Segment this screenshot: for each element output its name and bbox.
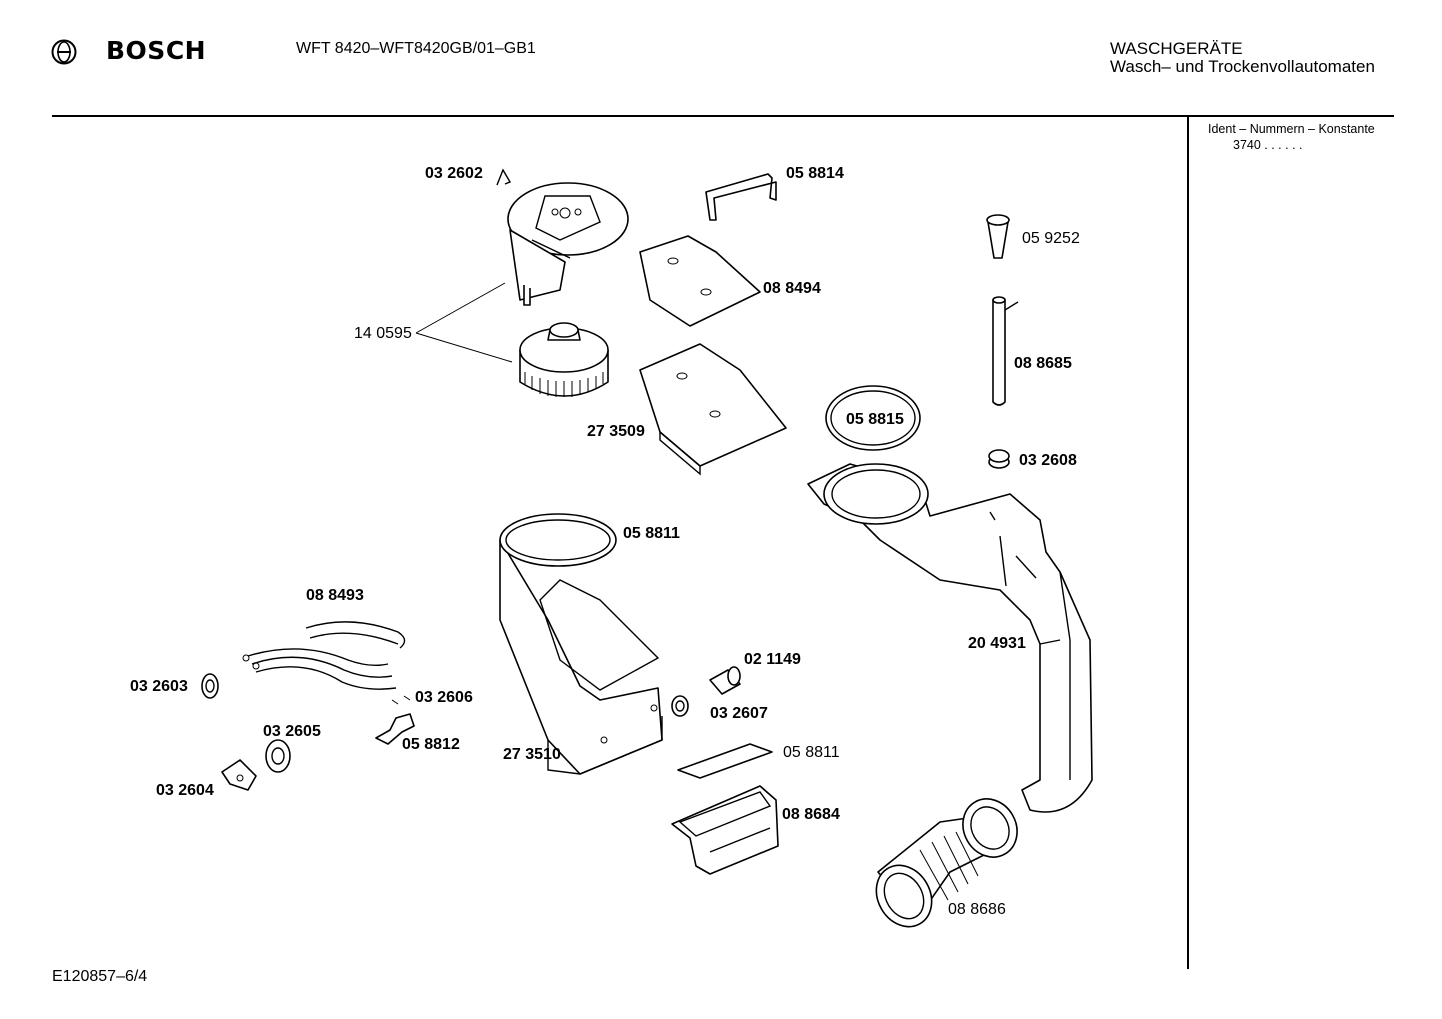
part-label: 27 3509 xyxy=(587,423,645,440)
part-label: 20 4931 xyxy=(968,635,1026,652)
leader-line xyxy=(415,282,513,363)
fan-housing-part xyxy=(507,182,629,306)
ring-032605-part xyxy=(265,739,291,773)
part-label: 05 8815 xyxy=(846,411,904,428)
part-label: 08 8686 xyxy=(948,901,1006,918)
part-label: 03 2603 xyxy=(130,678,188,695)
cover-plate-part xyxy=(639,235,761,327)
part-label: 08 8494 xyxy=(763,280,821,297)
side-divider xyxy=(1187,116,1189,969)
blower-wheel-part xyxy=(519,322,609,397)
holder-032604-part xyxy=(221,759,257,791)
part-label: 05 8811 xyxy=(783,744,840,761)
bosch-armature-icon xyxy=(51,39,77,65)
header-rule xyxy=(52,115,1394,117)
part-label: 03 2602 xyxy=(425,165,483,182)
brand-name: BOSCH xyxy=(106,36,207,65)
model-number: WFT 8420–WFT8420GB/01–GB1 xyxy=(296,40,536,57)
ident-title: Ident – Nummern – Konstante xyxy=(1208,122,1375,136)
part-label: 03 2605 xyxy=(263,723,321,740)
part-label: 03 2604 xyxy=(156,782,214,799)
part-label: 05 8812 xyxy=(402,736,460,753)
part-label: 14 0595 xyxy=(354,325,412,342)
part-label: 05 8814 xyxy=(786,165,844,182)
brand-logo: BOSCH xyxy=(50,36,210,70)
part-label: 27 3510 xyxy=(503,746,561,763)
bushing-032603-part xyxy=(201,673,219,699)
part-label: 03 2606 xyxy=(415,689,473,706)
grommet-part xyxy=(988,449,1010,469)
gasket-part xyxy=(677,743,773,779)
seal-032607-part xyxy=(671,695,689,717)
tube-part xyxy=(992,296,1019,406)
nozzle-part xyxy=(986,214,1010,259)
part-label: 03 2608 xyxy=(1019,452,1077,469)
part-label: 03 2607 xyxy=(710,705,768,722)
part-label: 05 9252 xyxy=(1022,230,1080,247)
main-duct-part xyxy=(499,513,663,775)
part-label: 08 8685 xyxy=(1014,355,1072,372)
sensor-021149-part xyxy=(709,666,741,695)
air-duct-part xyxy=(639,343,787,476)
category-subtitle: Wasch– und Trockenvollautomaten xyxy=(1110,57,1375,76)
bellows-hose-part xyxy=(875,798,1018,928)
document-code: E120857–6/4 xyxy=(52,968,148,985)
heater-element-part xyxy=(242,621,406,690)
clip-part xyxy=(496,168,512,186)
part-label: 08 8493 xyxy=(306,587,364,604)
part-label: 02 1149 xyxy=(744,651,801,668)
ident-value: 3740 . . . . . . xyxy=(1233,138,1303,152)
bracket-part xyxy=(705,173,777,221)
category-title: WASCHGERÄTE xyxy=(1110,39,1243,58)
part-label: 08 8684 xyxy=(782,806,840,823)
seal-ring-part xyxy=(825,385,921,451)
clamp-058812-part xyxy=(375,695,415,745)
condenser-channel-part xyxy=(807,463,1093,813)
part-label: 05 8811 xyxy=(623,525,680,542)
filter-housing-part xyxy=(671,785,779,875)
